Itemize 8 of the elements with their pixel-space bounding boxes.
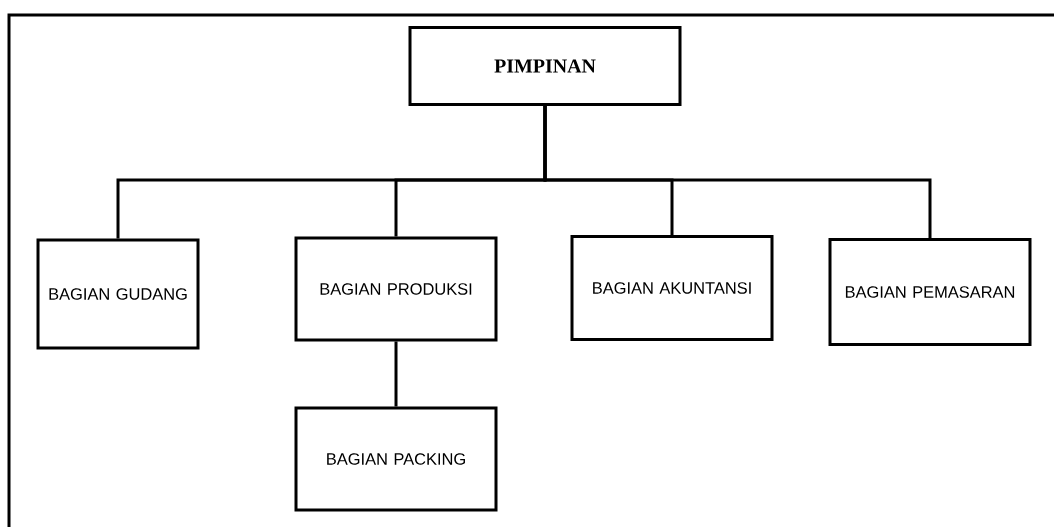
connector-line [543, 106, 932, 238]
connector-line [394, 341, 398, 407]
department-box: BAGIAN PEMASARAN [828, 238, 1032, 346]
title-box: PIMPINAN [408, 26, 682, 106]
department-box: BAGIAN GUDANG [36, 238, 200, 350]
department-box: BAGIAN AKUNTANSI [570, 235, 774, 341]
department-box: BAGIAN PRODUKSI [294, 236, 498, 342]
department-box: BAGIAN PACKING [294, 406, 498, 512]
